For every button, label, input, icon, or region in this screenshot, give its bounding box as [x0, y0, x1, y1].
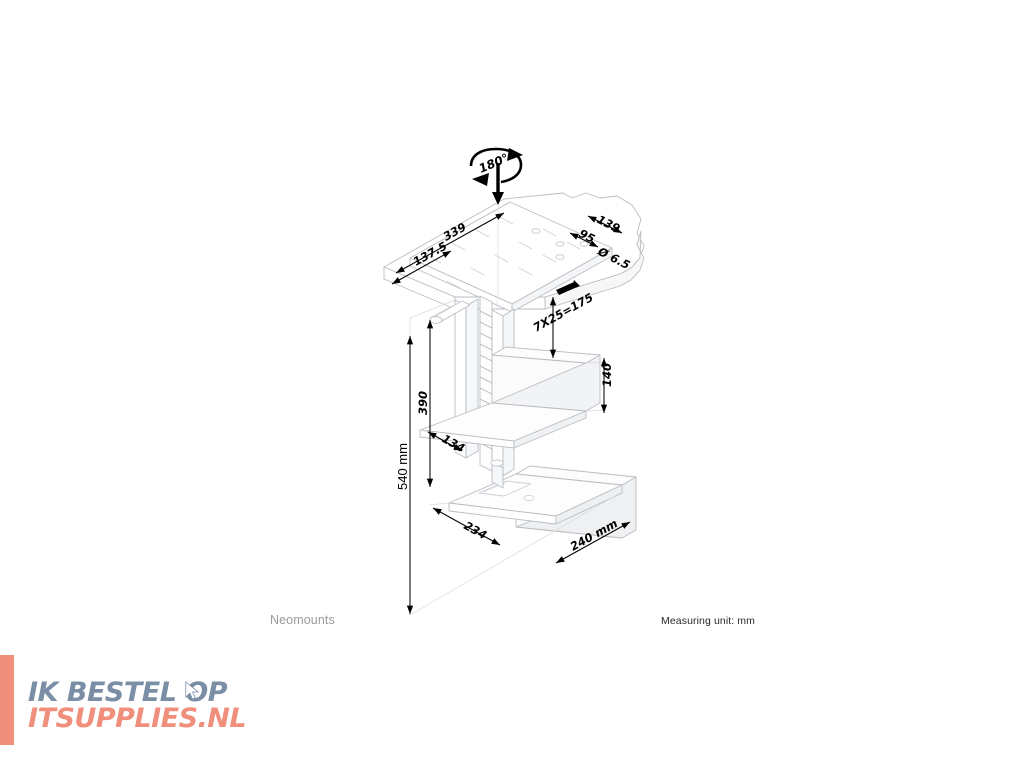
upper-cradle	[419, 346, 601, 449]
brand-caption: Neomounts	[270, 613, 335, 627]
rotation-label: 180°	[477, 151, 511, 176]
watermark-accent-bar	[0, 655, 14, 745]
dimension-label-540: 540 mm	[395, 443, 410, 490]
dimension-label-95: 95	[577, 226, 598, 246]
dimension-lines	[391, 212, 631, 614]
measuring-unit-note: Measuring unit: mm	[661, 615, 755, 627]
watermark-line-2: ITSUPPLIES.NL	[28, 703, 247, 734]
rotation-180-symbol: 180°	[469, 147, 523, 205]
dimension-label-234: 234	[462, 518, 490, 542]
mouse-cursor-icon	[185, 681, 200, 700]
slide-direction-arrow	[556, 280, 580, 295]
vesa-plate	[409, 201, 613, 313]
dimension-label-140: 140	[600, 363, 614, 387]
itsupplies-watermark: IK BESTEL OP ITSUPPLIES.NL	[0, 655, 300, 751]
watermark-line-1: IK BESTEL OP	[28, 677, 228, 708]
dimension-label-390: 390	[416, 391, 430, 415]
